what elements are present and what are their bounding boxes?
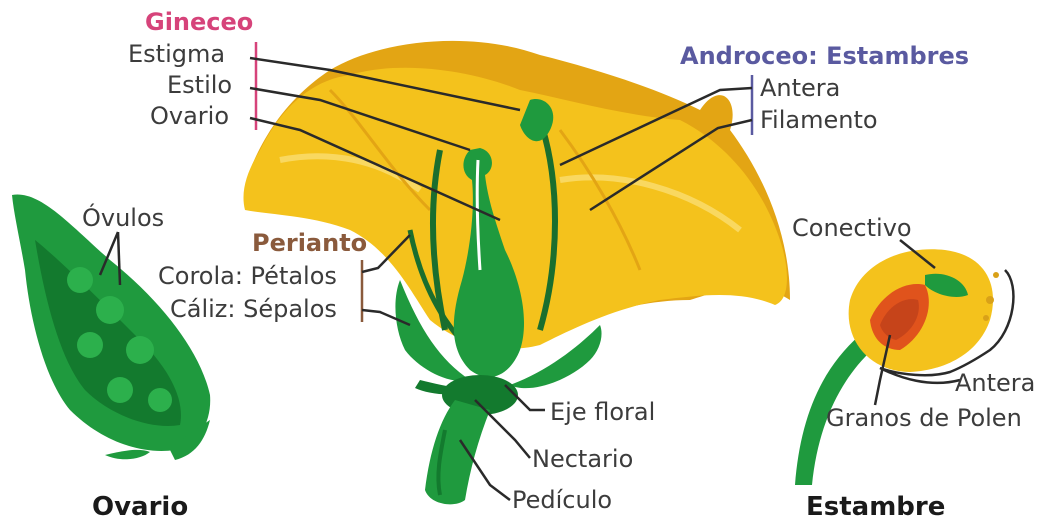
pedicel bbox=[425, 400, 490, 504]
label-corola: Corola: Pétalos bbox=[158, 262, 337, 290]
label-ovulos: Óvulos bbox=[82, 202, 164, 232]
label-conectivo: Conectivo bbox=[792, 214, 912, 242]
label-granos-polen: Granos de Polen bbox=[826, 404, 1022, 432]
caption-ovario: Ovario bbox=[92, 492, 188, 522]
label-estigma: Estigma bbox=[128, 40, 225, 68]
label-antera: Antera bbox=[760, 74, 840, 102]
stamen-illustration bbox=[795, 249, 999, 485]
label-filamento: Filamento bbox=[760, 106, 878, 134]
androceo-title: Androceo: Estambres bbox=[680, 42, 969, 70]
perianto-title: Perianto bbox=[252, 229, 367, 257]
label-antera-detail: Antera bbox=[955, 369, 1035, 397]
label-ovario: Ovario bbox=[150, 102, 229, 130]
ovary-illustration bbox=[12, 195, 210, 460]
label-eje-floral: Eje floral bbox=[550, 398, 655, 426]
label-estilo: Estilo bbox=[167, 71, 232, 99]
label-caliz: Cáliz: Sépalos bbox=[170, 295, 337, 323]
label-pediculo: Pedículo bbox=[512, 486, 612, 514]
label-nectario: Nectario bbox=[532, 445, 633, 473]
caption-estambre: Estambre bbox=[806, 492, 945, 522]
gineceo-title: Gineceo bbox=[145, 8, 253, 36]
